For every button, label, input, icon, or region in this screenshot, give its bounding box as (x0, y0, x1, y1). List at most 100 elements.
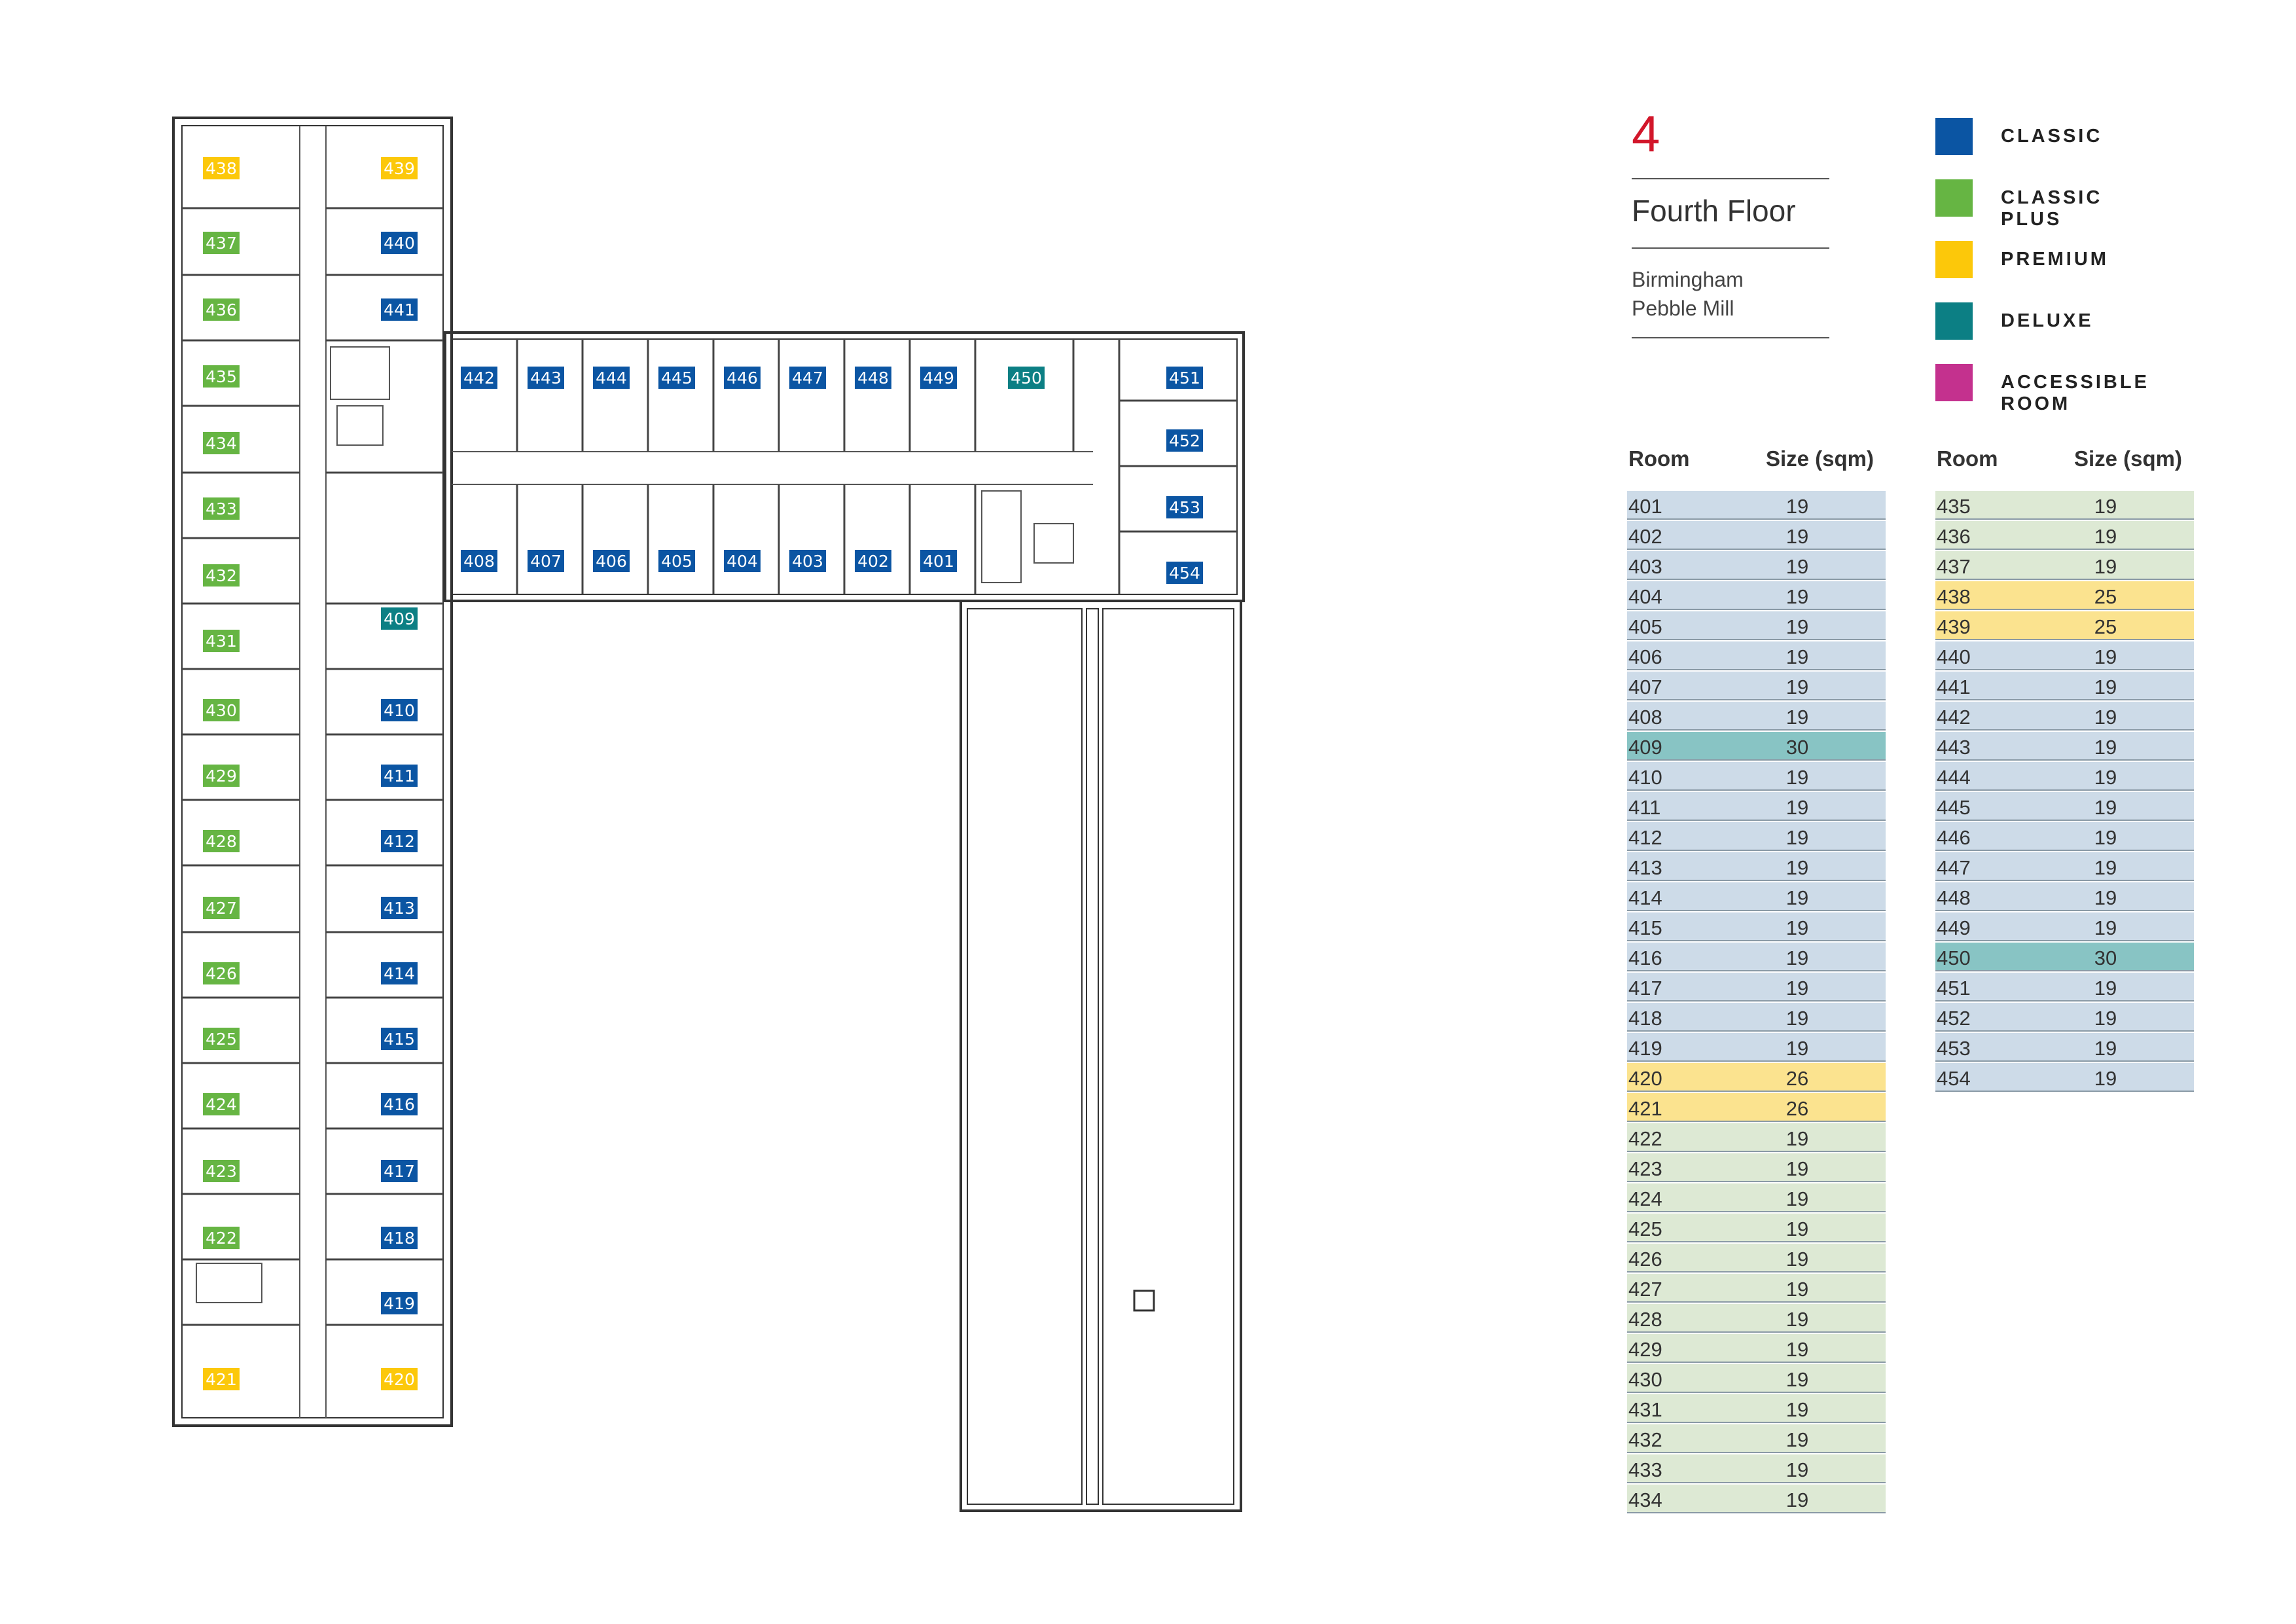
cell-room: 413 (1628, 856, 1662, 879)
room-marker-bg (658, 367, 695, 389)
room-number-label: 428 (206, 832, 237, 851)
room-number-label: 424 (206, 1095, 237, 1114)
room-marker-bg (461, 367, 497, 389)
cell-room: 434 (1628, 1489, 1662, 1511)
room-marker-bg (381, 765, 418, 787)
cell-room: 448 (1937, 886, 1971, 909)
room-marker-bg (1166, 496, 1203, 518)
cell-size: 19 (1785, 1127, 1809, 1150)
room-marker-416: 416 (381, 1093, 418, 1115)
room-number-label: 404 (726, 552, 758, 571)
cell-size: 19 (1785, 1489, 1809, 1511)
room-marker-436: 436 (203, 298, 240, 321)
cell-room: 405 (1628, 615, 1662, 638)
room-number-label: 453 (1169, 498, 1200, 517)
cell-room: 443 (1937, 736, 1971, 759)
room-number-label: 416 (384, 1095, 415, 1114)
room-number-label: 445 (661, 369, 692, 388)
room-marker-bg (528, 550, 564, 572)
room-number-label: 443 (530, 369, 562, 388)
room-number-label: 438 (206, 159, 237, 178)
cell-size: 19 (2094, 495, 2117, 518)
room-number-label: 450 (1011, 369, 1042, 388)
terrace-outline (960, 600, 1242, 1512)
cell-size: 19 (1785, 1458, 1809, 1481)
cell-size: 19 (1785, 766, 1809, 789)
room-marker-450: 450 (1008, 367, 1045, 389)
room-number-label: 430 (206, 701, 237, 720)
cell-room: 430 (1628, 1368, 1662, 1391)
location: Birmingham Pebble Mill (1632, 265, 1744, 323)
room-number-label: 442 (463, 369, 495, 388)
room-number-label: 417 (384, 1162, 415, 1181)
room-number-label: 454 (1169, 564, 1200, 583)
room-number-label: 418 (384, 1229, 415, 1248)
room-marker-453: 453 (1166, 496, 1203, 518)
room-marker-423: 423 (203, 1160, 240, 1182)
room-number-label: 427 (206, 899, 237, 918)
room-marker-447: 447 (789, 367, 826, 389)
cell-room: 410 (1628, 766, 1662, 789)
room-marker-404: 404 (724, 550, 761, 572)
divider (1632, 247, 1829, 249)
cell-room: 417 (1628, 977, 1662, 1000)
cell-size: 19 (2094, 796, 2117, 819)
table-row: 410 19 (1627, 762, 1886, 791)
cell-room: 451 (1937, 977, 1971, 1000)
cell-room: 428 (1628, 1308, 1662, 1331)
header-size: Size (sqm) (2073, 446, 2182, 471)
room-marker-444: 444 (593, 367, 630, 389)
cell-size: 19 (1785, 947, 1809, 969)
cell-room: 441 (1937, 676, 1971, 698)
cell-room: 424 (1628, 1187, 1662, 1210)
cell-room: 435 (1937, 495, 1971, 518)
room-number-label: 437 (206, 234, 237, 253)
legend-swatch (1935, 179, 1973, 217)
room-marker-bg (789, 367, 826, 389)
room-marker-bg (203, 830, 240, 852)
header-room: Room (1628, 446, 1690, 471)
room-marker-421: 421 (203, 1368, 240, 1390)
room-marker-441: 441 (381, 298, 418, 321)
cell-room: 447 (1937, 856, 1971, 879)
room-marker-451: 451 (1166, 367, 1203, 389)
cell-size: 19 (1785, 1157, 1809, 1180)
cell-size: 19 (1785, 826, 1809, 849)
room-marker-bg (203, 497, 240, 520)
floor-number: 4 (1632, 105, 1660, 162)
cell-size: 19 (1785, 796, 1809, 819)
cell-room: 438 (1937, 585, 1971, 608)
room-number-label: 423 (206, 1162, 237, 1181)
cell-size: 19 (1785, 886, 1809, 909)
room-marker-bg (381, 1028, 418, 1050)
room-marker-429: 429 (203, 765, 240, 787)
room-number-label: 431 (206, 632, 237, 651)
room-marker-bg (203, 1160, 240, 1182)
cell-size: 19 (1785, 1007, 1809, 1030)
room-marker-452: 452 (1166, 429, 1203, 452)
cell-size: 19 (1785, 645, 1809, 668)
room-marker-bg (381, 607, 418, 630)
room-number-label: 407 (530, 552, 562, 571)
cell-size: 19 (1785, 706, 1809, 729)
room-marker-bg (1166, 429, 1203, 452)
